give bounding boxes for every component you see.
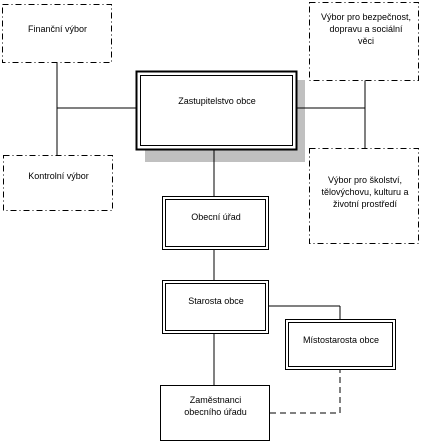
vybor-bezpecnost-text: Výbor pro bezpečnost, dopravu a sociální… — [320, 12, 412, 46]
zastupitelstvo-inner-border — [140, 75, 293, 146]
kontrolni-vybor-box[interactable] — [3, 155, 113, 211]
zastupitelstvo-text: Zastupitelstvo obce — [178, 96, 256, 106]
financni-vybor-box[interactable] — [2, 4, 112, 63]
obecni-urad-label: Obecní úřad — [163, 197, 269, 237]
mistostarosta-box[interactable] — [285, 319, 396, 370]
connector-zamestnanci-mistostarosta-dashed — [270, 370, 341, 414]
kontrolni-vybor-label: Kontrolní výbor — [4, 156, 113, 196]
vybor-bezpecnost-box[interactable] — [309, 2, 419, 81]
vybor-skolstvi-text: Výbor pro školství, tělovýchovu, kulturu… — [321, 175, 409, 209]
financni-vybor-text: Finanční výbor — [27, 24, 88, 34]
starosta-label: Starosta obce — [163, 281, 269, 321]
obecni-urad-box[interactable] — [162, 196, 269, 250]
vybor-bezpecnost-label: Výbor pro bezpečnost, dopravu a sociální… — [311, 5, 421, 53]
obecni-urad-text: Obecní úřad — [191, 212, 241, 222]
financni-vybor-label: Finanční výbor — [3, 5, 112, 53]
starosta-text: Starosta obce — [188, 296, 244, 306]
zamestnanci-label: Zaměstnanci obecního úřadu — [161, 386, 270, 426]
starosta-inner-border — [165, 283, 266, 331]
vybor-skolstvi-label: Výbor pro školství, tělovýchovu, kulturu… — [310, 160, 420, 224]
mistostarosta-text: Místostarosta obce — [302, 335, 380, 345]
zamestnanci-text: Zaměstnanci obecního úřadu — [184, 395, 247, 417]
mistostarosta-inner-border — [288, 322, 393, 367]
starosta-box[interactable] — [162, 280, 269, 334]
zamestnanci-box[interactable] — [160, 385, 270, 441]
zastupitelstvo-label: Zastupitelstvo obce — [137, 72, 297, 130]
zastupitelstvo-box[interactable] — [135, 70, 298, 151]
vybor-skolstvi-box[interactable] — [309, 148, 419, 244]
mistostarosta-label: Místostarosta obce — [286, 320, 396, 360]
obecni-urad-inner-border — [165, 199, 266, 247]
kontrolni-vybor-text: Kontrolní výbor — [28, 171, 89, 181]
connector-lines — [56, 63, 366, 385]
